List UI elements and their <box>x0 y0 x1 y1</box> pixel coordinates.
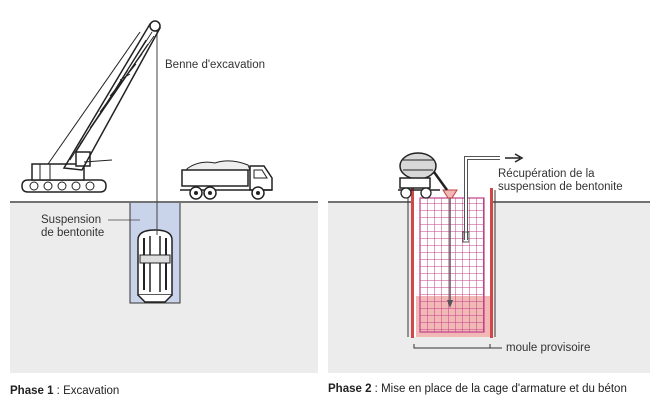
reinforcement-cage <box>419 197 485 333</box>
tremie-pipe <box>442 189 458 308</box>
recovery-arrow-icon <box>505 153 524 163</box>
caption-phase2-text: : Mise en place de la cage d'armature et… <box>371 383 627 395</box>
label-bentonite-slurry: Suspension de bentonite <box>41 214 104 240</box>
label-bentonite-recovery: Récupération de la suspension de bentoni… <box>498 168 623 194</box>
caption-phase1: Phase 1 : Excavation <box>10 385 119 397</box>
caption-phase1-text: : Excavation <box>53 385 120 397</box>
concrete-mixer <box>398 152 449 199</box>
label-bentonite-slurry-line2: de bentonite <box>41 227 105 239</box>
phase1-panel <box>10 20 318 373</box>
casing-bracket <box>413 344 491 349</box>
excavation-bucket <box>137 229 173 303</box>
temporary-casing <box>411 188 493 338</box>
recovery-pipe <box>462 153 524 243</box>
label-excavation-bucket: Benne d'excavation <box>165 59 266 71</box>
dump-truck <box>180 160 273 200</box>
label-temporary-casing: moule provisoire <box>506 342 591 354</box>
crawler-crane <box>21 20 162 193</box>
label-bentonite-recovery-line2: suspension de bentonite <box>498 181 623 193</box>
caption-phase2: Phase 2 : Mise en place de la cage d'arm… <box>328 383 627 395</box>
label-bentonite-recovery-line1: Récupération de la <box>498 168 595 180</box>
caption-phase1-bold: Phase 1 <box>10 385 54 397</box>
caption-phase2-bold: Phase 2 <box>328 383 372 395</box>
phase2-panel <box>328 152 650 373</box>
label-bentonite-slurry-line1: Suspension <box>41 214 102 226</box>
